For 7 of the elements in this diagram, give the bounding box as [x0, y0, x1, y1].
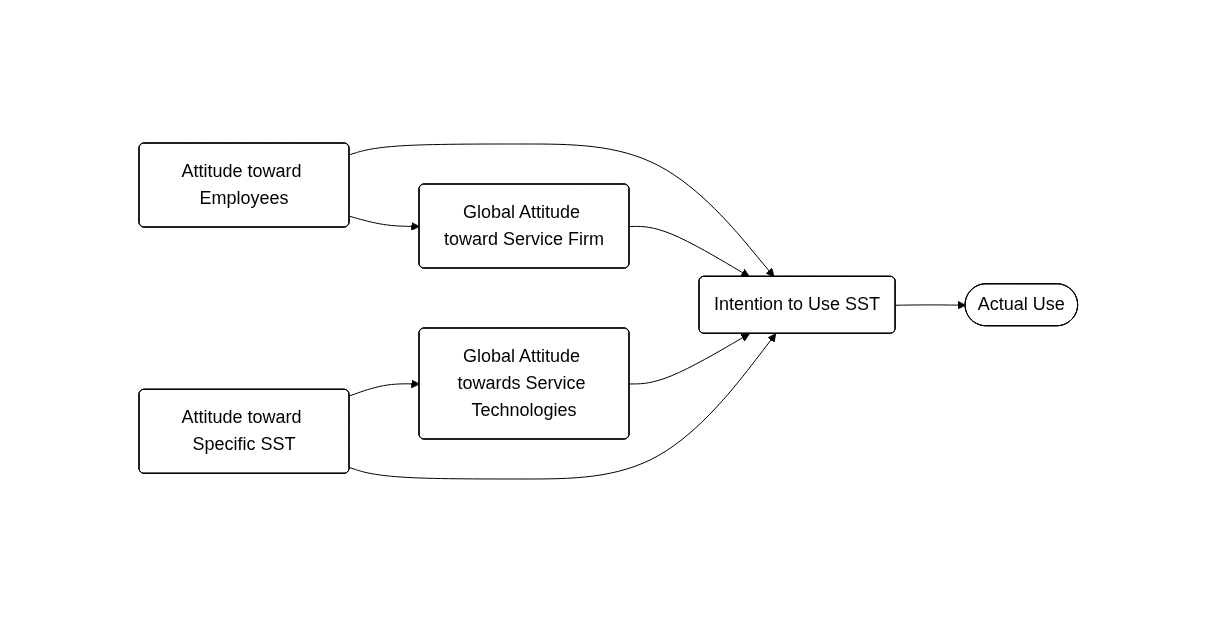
- arrow: [348, 379, 420, 396]
- arrow: [348, 332, 776, 479]
- arrow: [628, 225, 750, 277]
- arrow: [348, 143, 775, 277]
- arrow: [628, 332, 750, 384]
- arrow: [894, 300, 966, 310]
- arrow: [348, 215, 420, 231]
